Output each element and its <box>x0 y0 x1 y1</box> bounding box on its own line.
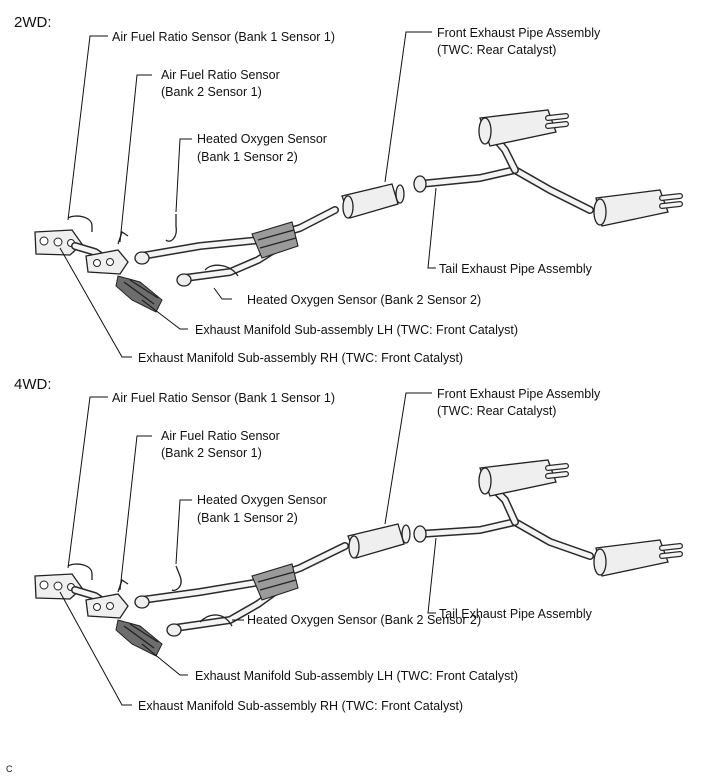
sensor-wires <box>67 214 239 277</box>
manifold-lh-part <box>85 593 163 657</box>
front-pipe-part <box>134 183 405 287</box>
section-2wd: 2WD: <box>14 14 683 365</box>
label-manifold-rh: Exhaust Manifold Sub-assembly RH (TWC: F… <box>138 351 463 365</box>
leader-lines <box>59 31 437 358</box>
label-manifold-lh: Exhaust Manifold Sub-assembly LH (TWC: F… <box>195 669 518 683</box>
label-ho-bank1-sensor2-line1: Heated Oxygen Sensor <box>197 493 327 507</box>
label-front-pipe-line2: (TWC: Rear Catalyst) <box>437 43 556 57</box>
sensor-wires <box>67 563 233 627</box>
figure-code: C <box>6 764 13 774</box>
label-front-pipe-line1: Front Exhaust Pipe Assembly <box>437 26 601 40</box>
label-af-bank1-sensor1: Air Fuel Ratio Sensor (Bank 1 Sensor 1) <box>112 391 335 405</box>
manifold-lh-part <box>85 249 163 313</box>
exhaust-illustration <box>34 109 683 313</box>
exhaust-illustration <box>34 459 683 657</box>
label-ho-bank2-sensor2: Heated Oxygen Sensor (Bank 2 Sensor 2) <box>247 293 481 307</box>
tail-pipe-part <box>413 459 683 577</box>
label-manifold-lh: Exhaust Manifold Sub-assembly LH (TWC: F… <box>195 323 518 337</box>
section-4wd: 4WD: <box>14 376 683 713</box>
label-ho-bank2-sensor2: Heated Oxygen Sensor (Bank 2 Sensor 2) <box>247 613 481 627</box>
front-pipe-part <box>134 523 411 637</box>
section-heading: 2WD: <box>14 14 52 31</box>
label-manifold-rh: Exhaust Manifold Sub-assembly RH (TWC: F… <box>138 699 463 713</box>
label-af-bank1-sensor1: Air Fuel Ratio Sensor (Bank 1 Sensor 1) <box>112 30 335 44</box>
label-af-bank2-sensor1-line1: Air Fuel Ratio Sensor <box>161 429 280 443</box>
label-tail-pipe: Tail Exhaust Pipe Assembly <box>439 607 593 621</box>
label-ho-bank1-sensor2-line2: (Bank 1 Sensor 2) <box>197 150 298 164</box>
label-af-bank2-sensor1-line2: (Bank 2 Sensor 1) <box>161 446 262 460</box>
leader-lines <box>59 392 437 706</box>
label-front-pipe-line2: (TWC: Rear Catalyst) <box>437 404 556 418</box>
label-front-pipe-line1: Front Exhaust Pipe Assembly <box>437 387 601 401</box>
label-tail-pipe: Tail Exhaust Pipe Assembly <box>439 262 593 276</box>
label-ho-bank1-sensor2-line2: (Bank 1 Sensor 2) <box>197 511 298 525</box>
label-af-bank2-sensor1-line2: (Bank 2 Sensor 1) <box>161 85 262 99</box>
label-ho-bank1-sensor2-line1: Heated Oxygen Sensor <box>197 132 327 146</box>
label-af-bank2-sensor1-line1: Air Fuel Ratio Sensor <box>161 68 280 82</box>
tail-pipe-part <box>413 109 683 227</box>
section-heading: 4WD: <box>14 376 52 393</box>
